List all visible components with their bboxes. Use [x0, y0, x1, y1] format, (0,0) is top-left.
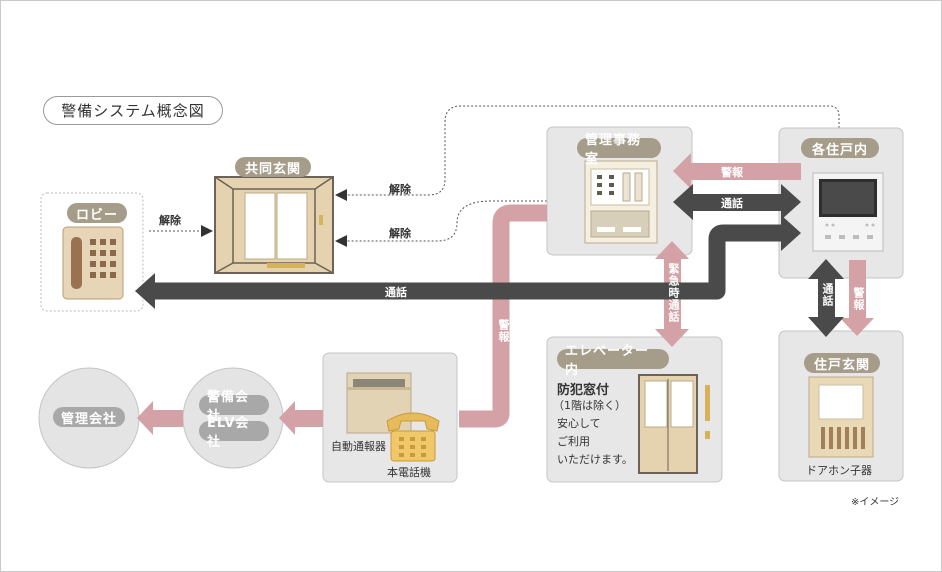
- auto-dialer-label: 自動通報器: [331, 440, 386, 453]
- alarm-arrowhead: [137, 401, 153, 435]
- emergency-arrowhead-down: [655, 329, 689, 347]
- call-label-lobby: 通話: [385, 286, 407, 299]
- office-control-panel-icon: [584, 160, 658, 244]
- security-company-label: 警備会社: [199, 390, 269, 424]
- elevator-feature-line: （1階は除く）: [553, 399, 626, 412]
- alarm-label-unit-office: 警報: [721, 166, 743, 179]
- release-label-office: 解除: [389, 227, 411, 240]
- emergency-arrowhead-up: [655, 241, 689, 259]
- release-label-lobby: 解除: [159, 214, 181, 227]
- phone-label: 本電話機: [387, 466, 431, 479]
- dotted-line-office-entrance: [347, 200, 547, 242]
- call-label-office-unit: 通話: [721, 197, 743, 210]
- auto-dialer-icon: [346, 372, 412, 434]
- dotted-arrowhead: [201, 225, 213, 237]
- alarm-band-unit-office: [691, 163, 801, 180]
- alarm-band-unit-door: [849, 260, 866, 318]
- elevator-feature-heading: 防犯窓付: [557, 383, 610, 398]
- door-phone-label: ドアホン子器: [806, 464, 872, 477]
- elevator-feature-line: ご利用: [557, 435, 590, 448]
- image-note: ※イメージ: [851, 497, 900, 508]
- dotted-arrowhead: [335, 235, 347, 247]
- page-title: 警備システム概念図: [43, 96, 223, 125]
- door-phone-icon: [808, 376, 874, 458]
- alarm-band-dialer-security: [295, 410, 323, 427]
- dotted-arrowhead: [335, 189, 347, 201]
- emergency-call-label: 緊急時通話: [667, 263, 680, 323]
- alarm-band-office-dialer: [459, 204, 547, 428]
- alarm-arrowhead: [279, 401, 295, 435]
- entrance-door-icon: [214, 176, 334, 274]
- unit-label: 各住戸内: [801, 138, 879, 158]
- alarm-label-office-dialer: 警報: [497, 319, 510, 343]
- elv-company-label: ELV会社: [199, 416, 269, 450]
- call-band-unit-door: [818, 277, 835, 317]
- call-arrowhead-unit: [781, 184, 801, 220]
- call-band-office-unit: [691, 194, 783, 211]
- unit-entrance-label: 住戸玄関: [804, 353, 880, 373]
- call-label-unit-door: 通話: [821, 283, 834, 307]
- call-arrowhead-down: [808, 317, 844, 337]
- dotted-line-unit-entrance: [347, 105, 840, 196]
- elevator-feature-line: 安心して: [557, 417, 601, 430]
- call-arrowhead-up: [808, 259, 844, 279]
- alarm-arrowhead: [840, 318, 874, 336]
- intercom-monitor-icon: [812, 172, 884, 252]
- elevator-label: エレベーター内: [557, 344, 669, 378]
- office-label: 管理事務室: [577, 133, 661, 167]
- mgmt-company-label: 管理会社: [53, 407, 125, 427]
- elevator-door-icon: [638, 374, 710, 474]
- lobby-intercom-icon: [62, 226, 124, 300]
- telephone-icon: [386, 412, 440, 462]
- call-arrowhead-unit: [781, 215, 801, 251]
- release-label-unit: 解除: [389, 183, 411, 196]
- call-arrowhead-lobby: [135, 273, 155, 309]
- lobby-label: ロビー: [67, 203, 127, 223]
- alarm-band-security-mgmt: [153, 410, 183, 427]
- alarm-label-unit-door: 警報: [852, 287, 865, 311]
- call-band-lobby-unit: [153, 224, 781, 300]
- elevator-feature-line: いただけます。: [557, 453, 633, 466]
- call-arrowhead-office: [673, 184, 693, 220]
- entrance-label: 共同玄関: [235, 157, 311, 177]
- alarm-arrowhead: [673, 153, 691, 189]
